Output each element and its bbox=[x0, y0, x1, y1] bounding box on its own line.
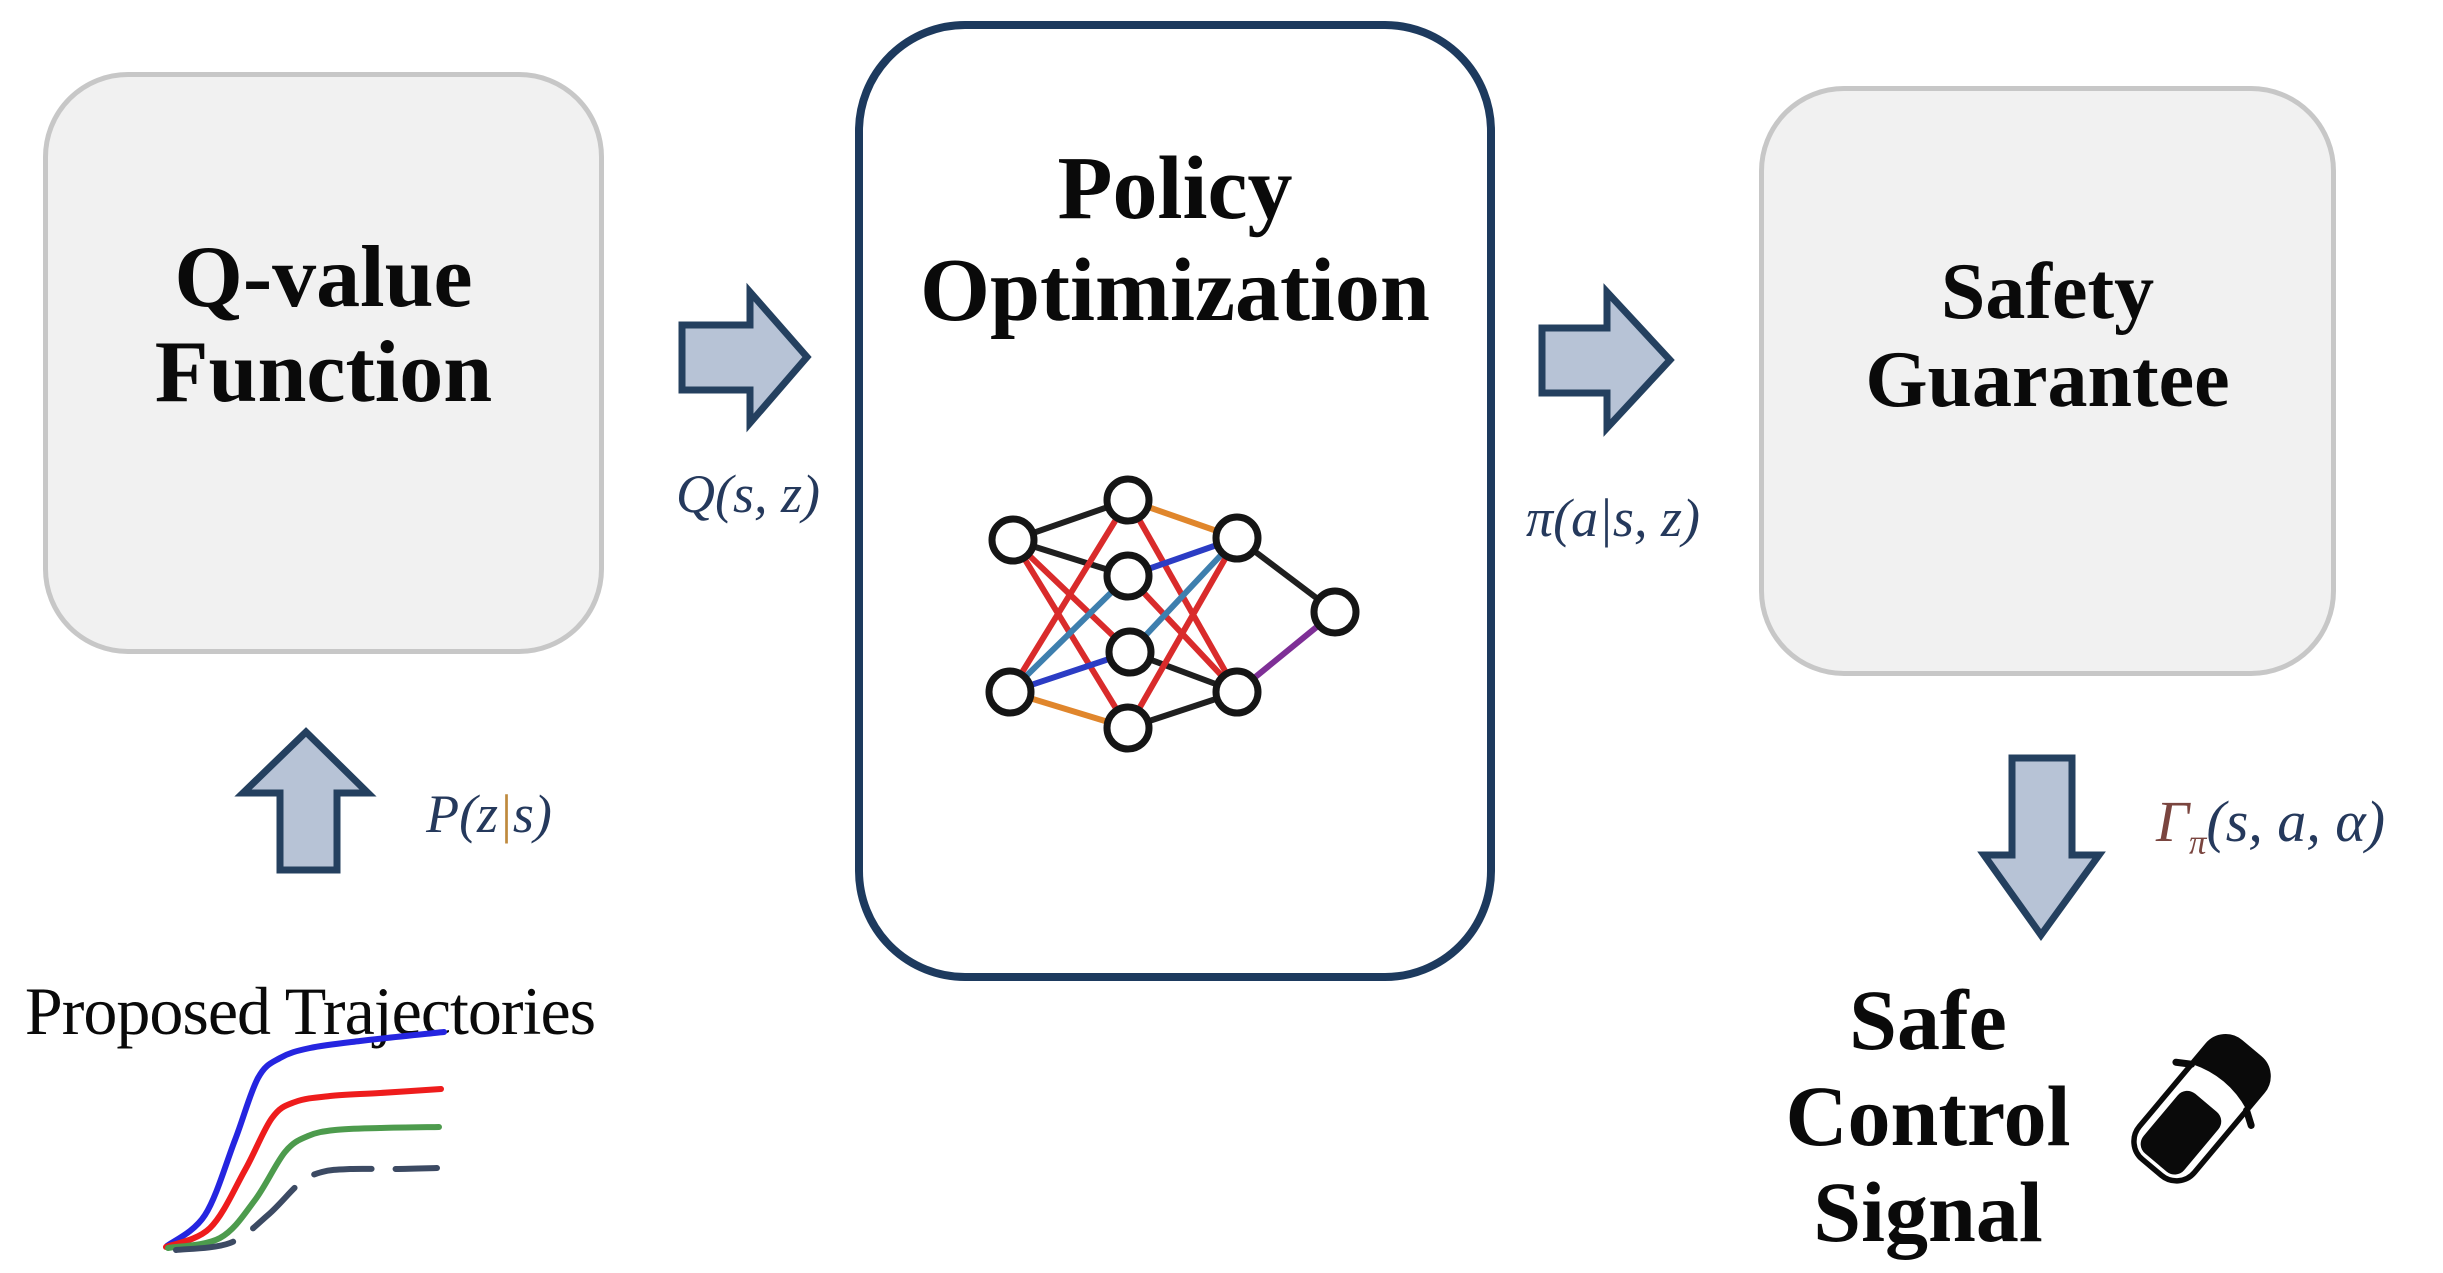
gamma-label-tail: (s, a, α) bbox=[2206, 789, 2386, 854]
safety-guarantee-title: Safety Guarantee bbox=[1759, 248, 2336, 424]
nn-node bbox=[1310, 587, 1360, 637]
q-value-function-title: Q-value Function bbox=[43, 230, 604, 420]
policy-optimization-title: Policy Optimization bbox=[855, 138, 1495, 342]
nn-node bbox=[1105, 627, 1155, 677]
p-label-tail: s) bbox=[512, 784, 552, 844]
trajectory-curves bbox=[163, 1029, 447, 1253]
q-title-line2: Function bbox=[154, 324, 493, 421]
arrow-right-icon bbox=[678, 282, 812, 433]
label-pi-a-s-z: π(a|s, z) bbox=[1526, 488, 1700, 548]
arrow-right-icon bbox=[1538, 283, 1675, 437]
car-icon bbox=[2131, 1034, 2271, 1184]
label-q-s-z: Q(s, z) bbox=[676, 464, 820, 524]
nn-node bbox=[1103, 551, 1153, 601]
nn-node bbox=[1212, 667, 1262, 717]
safe-signal-line3: Signal bbox=[1813, 1164, 2043, 1260]
trajectory-red bbox=[163, 1086, 444, 1250]
nn-node bbox=[1103, 703, 1153, 753]
nn-node bbox=[988, 515, 1038, 565]
trajectory-dashed bbox=[173, 1165, 440, 1253]
safe-signal-line1: Safe bbox=[1849, 972, 2007, 1068]
label-gamma-pi-s-a-alpha: Γπ(s, a, α) bbox=[2098, 788, 2443, 877]
safe-signal-line2: Control bbox=[1785, 1068, 2071, 1164]
trajectory-blue bbox=[164, 1029, 447, 1249]
policy-title-line2: Optimization bbox=[920, 241, 1430, 340]
q-title-line1: Q-value bbox=[174, 229, 473, 326]
proposed-trajectories-caption: Proposed Trajectories bbox=[24, 973, 596, 1049]
gamma-label-sub: π bbox=[2188, 822, 2207, 862]
policy-optimization-box bbox=[855, 21, 1495, 981]
trajectory-green bbox=[165, 1124, 442, 1251]
nn-edge bbox=[1007, 498, 1131, 694]
p-label-bar: | bbox=[498, 784, 513, 844]
nn-edge bbox=[1127, 535, 1240, 655]
arrow-down-icon bbox=[1977, 754, 2106, 941]
arrow-up-icon bbox=[234, 727, 377, 874]
gamma-label-head: Γ bbox=[2155, 789, 2189, 854]
policy-title-line1: Policy bbox=[1057, 139, 1293, 238]
q-value-function-box bbox=[43, 72, 604, 654]
nn-edge bbox=[1007, 573, 1131, 695]
safety-title-line1: Safety bbox=[1940, 248, 2155, 336]
nn-node bbox=[1212, 513, 1262, 563]
nn-node bbox=[985, 667, 1035, 717]
nn-edge bbox=[1125, 536, 1240, 730]
safety-guarantee-box bbox=[1759, 86, 2336, 676]
label-p-z-s: P(z|s) bbox=[364, 782, 614, 846]
safe-control-signal-label: Safe Control Signal bbox=[1678, 972, 2178, 1260]
neural-network-illustration bbox=[985, 475, 1360, 753]
safety-title-line2: Guarantee bbox=[1865, 336, 2230, 424]
p-label-head: P(z bbox=[426, 784, 499, 844]
nn-node bbox=[1103, 475, 1153, 525]
